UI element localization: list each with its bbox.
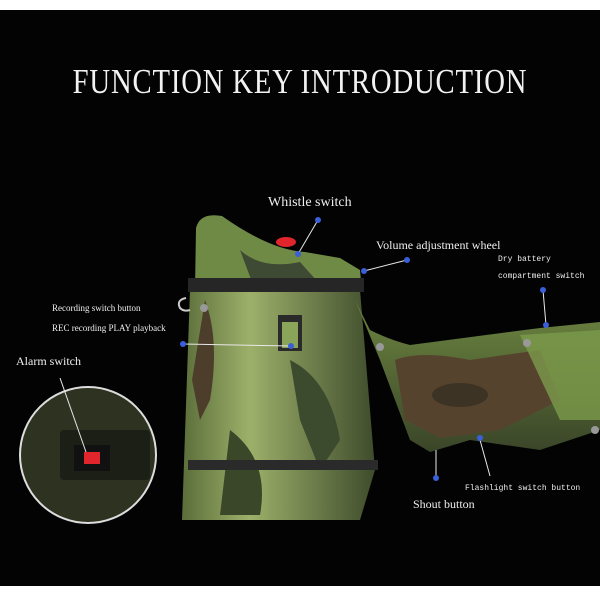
ring-band — [188, 278, 364, 292]
screw-icon — [376, 343, 384, 351]
battery-label-line1: Dry battery — [498, 255, 551, 264]
recording-label-line1: Recording switch button — [52, 303, 141, 313]
volume-wheel-label: Volume adjustment wheel — [376, 238, 501, 252]
alarm-button — [84, 452, 100, 464]
whistle-button — [276, 237, 296, 247]
shout-button-label: Shout button — [413, 497, 475, 511]
screw-icon — [591, 426, 599, 434]
alarm-switch-label: Alarm switch — [16, 354, 81, 368]
whistle-switch-label: Whistle switch — [268, 195, 352, 210]
page-title: FUNCTION KEY INTRODUCTION — [72, 62, 528, 101]
megaphone-head — [195, 215, 362, 292]
flashlight-switch-label: Flashlight switch button — [465, 484, 581, 493]
screw-icon — [200, 304, 208, 312]
screw-icon — [523, 339, 531, 347]
battery-label-line2: compartment switch — [498, 272, 585, 281]
recording-label-line2: REC recording PLAY playback — [52, 323, 166, 333]
